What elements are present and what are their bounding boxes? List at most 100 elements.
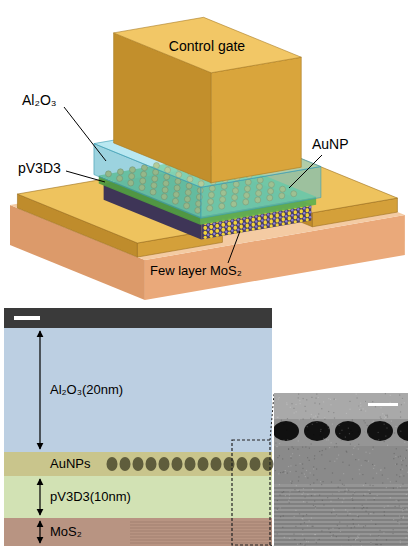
grain [307,430,308,431]
grain [298,394,299,395]
grain [298,440,299,441]
grain [395,464,396,465]
grain [365,452,366,453]
grain [366,507,367,508]
lattice-atom [213,223,215,225]
grain [336,458,337,459]
lattice-atom [210,230,213,233]
grain [380,418,381,419]
grain [308,541,309,542]
grain [295,526,296,527]
lattice-atom [213,233,215,235]
grain [286,429,287,430]
lattice-atom [273,217,275,219]
grain [365,401,366,402]
grain [406,465,407,466]
grain [406,494,407,495]
lattice-atom [297,213,299,215]
grain [299,491,300,492]
lattice-atom [264,220,267,223]
grain [302,446,303,447]
grain [337,525,338,526]
grain [353,523,354,524]
grain [333,508,334,509]
layer-band: AuNPs [4,452,108,476]
lattice-atom [249,226,251,228]
grain [286,402,287,403]
grain [312,489,313,490]
lattice-atom [246,218,249,221]
grain [390,497,391,498]
grain [395,456,396,457]
lattice-atom [216,229,219,232]
lattice-atom [294,216,297,219]
grain [378,535,379,536]
lattice-atom [216,224,219,227]
nanoparticle-dot [198,457,209,471]
grain [292,446,293,447]
grain [303,544,304,545]
grain [400,486,401,487]
grain [304,496,305,497]
grain [338,454,339,455]
grain [383,532,384,533]
grain [277,533,278,534]
grain [402,398,403,399]
lattice-atom [270,219,273,222]
lattice-atom [222,228,225,231]
grain [313,466,314,467]
lattice-atom [237,218,239,220]
grain [386,427,387,428]
grain [360,403,361,404]
grain [356,397,357,398]
grain [399,523,400,524]
nanoparticle-dot [263,457,274,471]
lattice-atom [240,221,243,224]
grain [365,483,366,484]
grain [315,534,316,535]
grain [328,529,329,530]
grain [352,500,353,501]
lattice-atom [246,219,249,222]
callout-label: AuNP [312,136,349,152]
lattice-atom [303,207,305,209]
grain [283,440,284,441]
lattice-atom [267,218,269,220]
grain [322,429,323,430]
grain [277,509,278,510]
grain [365,422,366,423]
grain [276,446,277,447]
grain [320,429,321,430]
grain [342,502,343,503]
grain [328,398,329,399]
grain [320,434,321,435]
grain [365,431,366,432]
grain [354,507,355,508]
grain [399,515,400,516]
nanoparticle-blob [335,421,361,441]
lattice-fringe [130,522,272,523]
lattice-atom [246,223,249,226]
lattice-atom [258,217,261,220]
grain [295,465,296,466]
grain [399,505,400,506]
grain [369,490,370,491]
grain [319,494,320,495]
grain [348,428,349,429]
grain [303,488,304,489]
grain [382,474,383,475]
grain [380,416,381,417]
lattice-atom [264,221,267,224]
grain [287,473,288,474]
grain [392,533,393,534]
grain [355,459,356,460]
grain [350,443,351,444]
grain [355,539,356,540]
grain [294,489,295,490]
lattice-atom [231,229,233,231]
grain [332,472,333,473]
scale-bar [368,403,398,406]
layer-label: Al₂O₃(20nm) [50,383,123,398]
grain [377,495,378,496]
lattice-atom [219,227,221,229]
